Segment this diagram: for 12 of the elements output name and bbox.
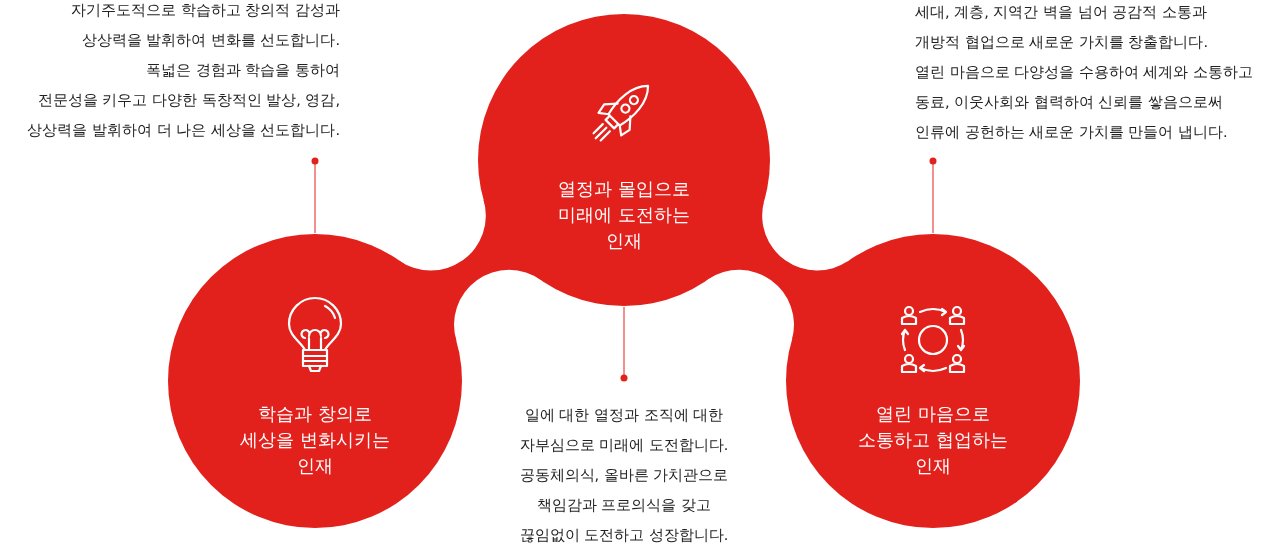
description-text: 세대, 계층, 지역간 벽을 넘어 공감적 소통과 개방적 협업으로 새로운 가치를 창출합니다. [915,3,1210,52]
leader-line [929,157,937,234]
description-text: 폭넓은 경험과 학습을 통하여 전문성을 키우고 다양한 독창적인 발상, 영감, 상상력을 발휘하여 더 나은 세상을 선도합니다. [26,61,340,140]
circle-title: 학습과 창의로 세상을 변화시키는 인재 [239,403,391,478]
description-text: 공동체의식, 올바른 가치관으로 책임감과 프로의식을 갖고 끊임없이 도전하고 성장합니다. [518,466,730,545]
description-text: 일에 대한 열정과 조직에 대한 자부심으로 미래에 도전합니다. [518,406,730,455]
circle-title: 열린 마음으로 소통하고 협업하는 인재 [857,403,1009,478]
description-text: 자기주도적으로 학습하고 창의적 감성과 상상력을 발휘하여 변화를 선도합니다. [70,1,340,50]
leader-line [311,157,319,234]
description-text: 열린 마음으로 다양성을 수용하여 세계와 소통하고 동료, 이웃사회와 협력하여 신뢰를 쌓음으로써 인류에 공헌하는 새로운 가치를 만들어 냅니다. [915,63,1255,142]
leader-line [620,306,628,382]
circle-title: 열정과 몰입으로 미래에 도전하는 인재 [557,178,691,253]
